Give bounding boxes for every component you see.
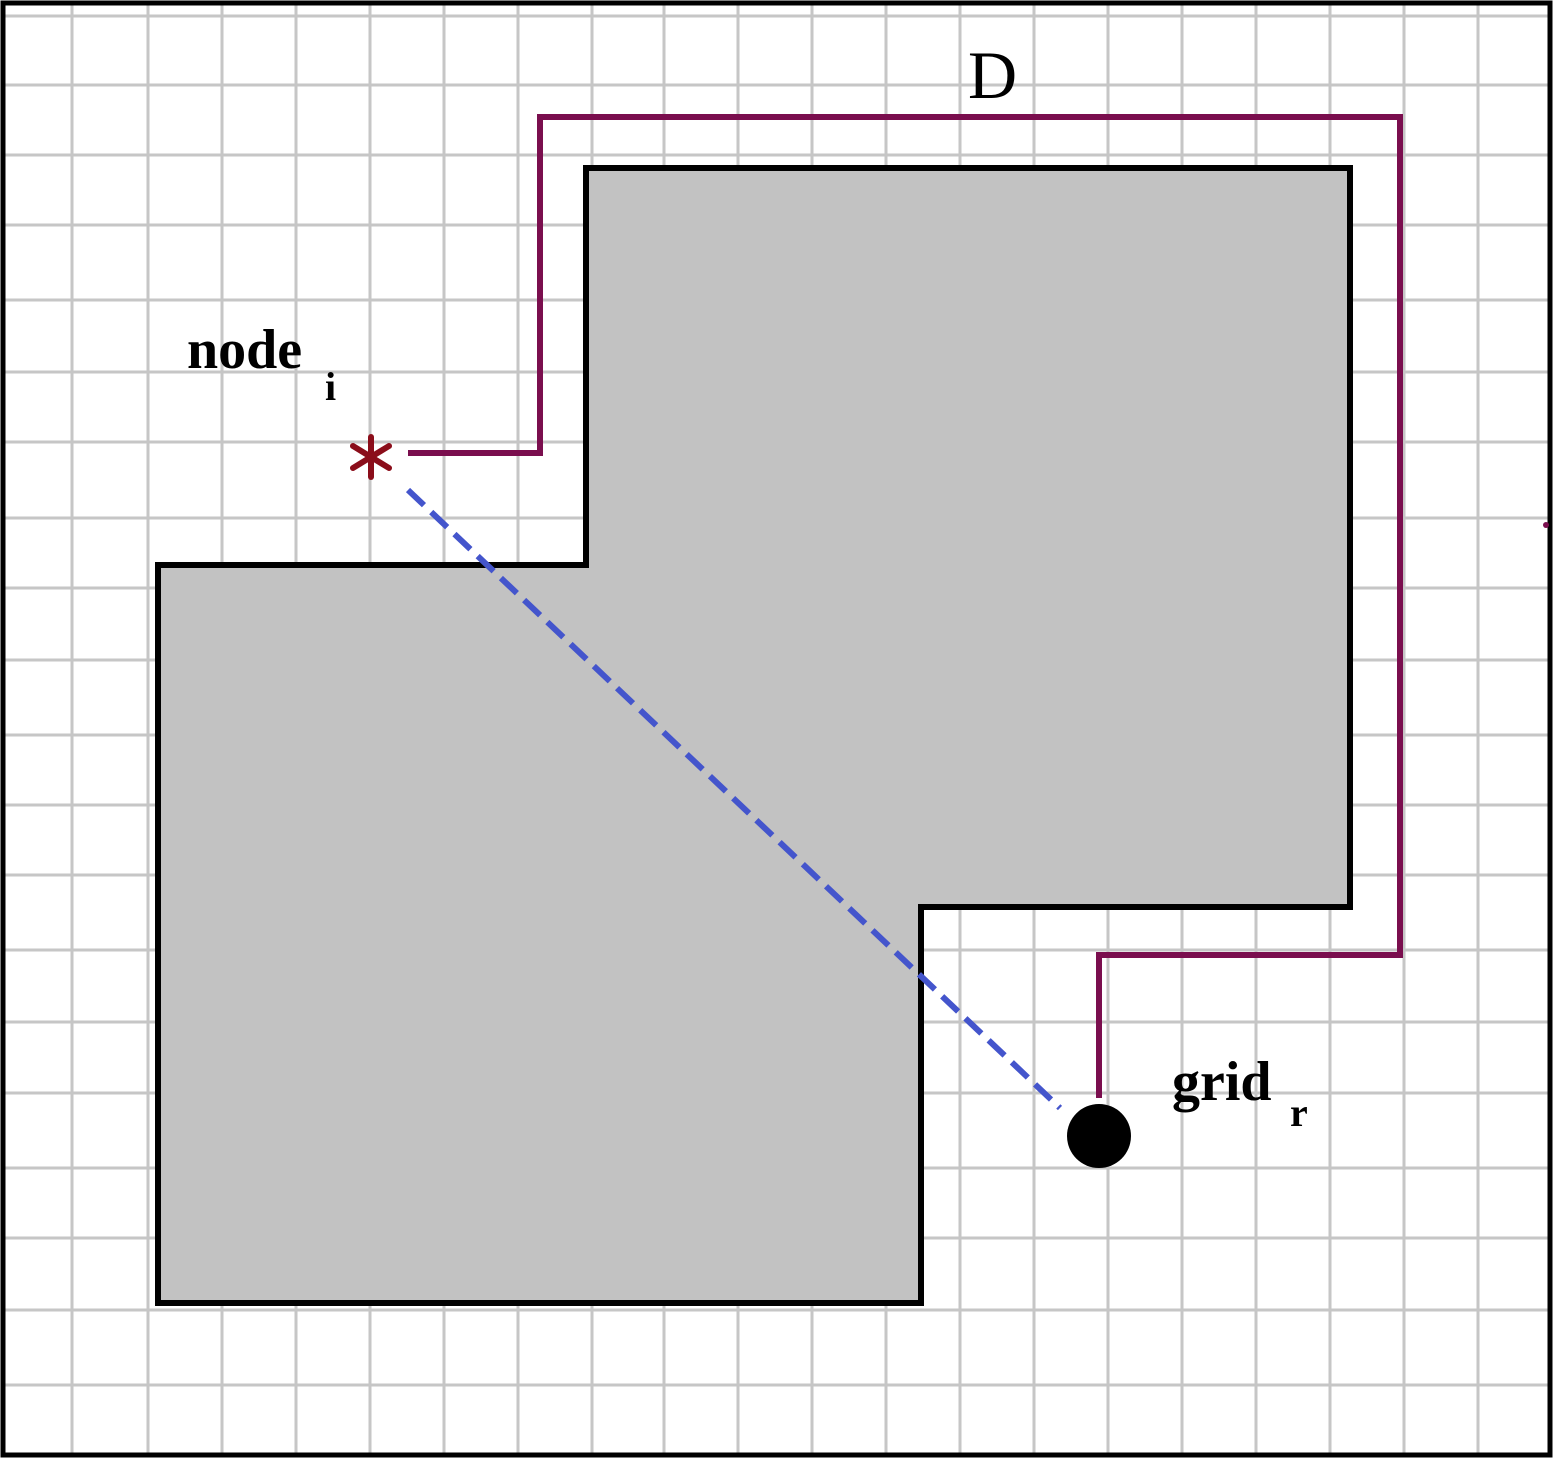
path-D [408, 114, 1403, 1098]
grid-subscript: r [1290, 1090, 1308, 1135]
node-subscript: i [325, 364, 336, 409]
straight-line-path [405, 487, 1063, 1111]
path-label: D [968, 37, 1017, 113]
obstacle-region [155, 165, 1353, 1306]
node-label: node [187, 319, 302, 381]
edge-dot [1543, 522, 1549, 528]
filled-circle-icon [1067, 1104, 1131, 1168]
grid-label: grid [1172, 1051, 1272, 1113]
asterisk-icon [350, 434, 392, 480]
